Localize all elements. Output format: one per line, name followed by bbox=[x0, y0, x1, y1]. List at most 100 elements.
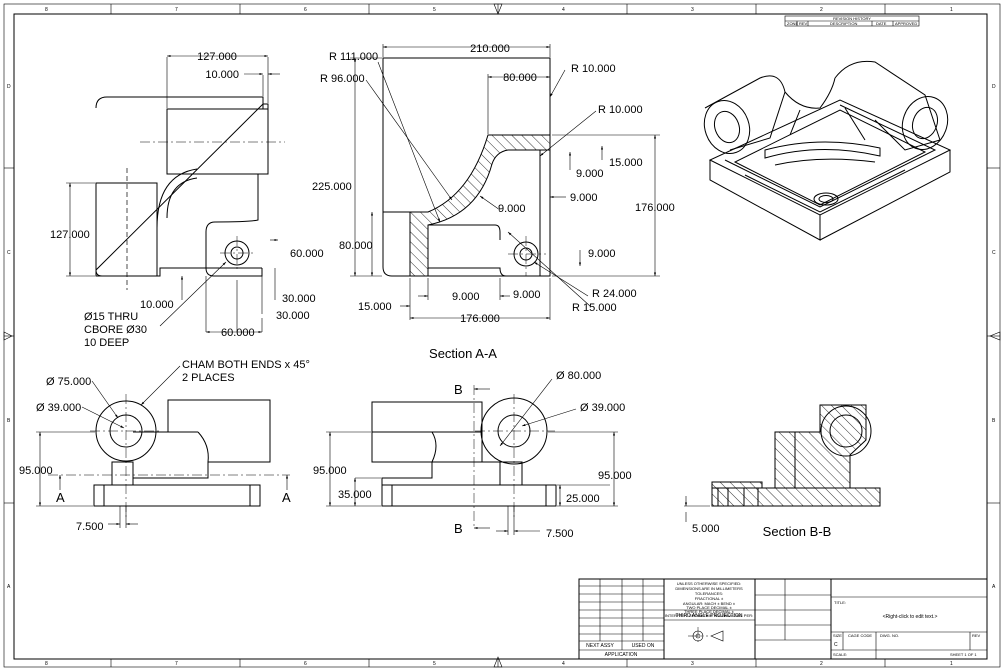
tolerance-note: THREE PLACE DECIMAL ± bbox=[684, 609, 735, 614]
dimension-label: 210.000 bbox=[470, 43, 510, 55]
dimension-label: 10.000 bbox=[205, 69, 239, 81]
size-label: SIZE bbox=[833, 633, 842, 638]
tolerance-note: TOLERANCES: bbox=[695, 591, 723, 596]
hole-note-line: 10 DEEP bbox=[84, 337, 129, 349]
dimension-label: R 111.000 bbox=[329, 51, 378, 63]
cut-label-b: B bbox=[454, 382, 463, 397]
dimension-label: 9.000 bbox=[570, 192, 598, 204]
zone-top: 2 bbox=[820, 7, 823, 13]
dimension-label: 25.000 bbox=[566, 493, 600, 505]
tolerance-note: FRACTIONAL ± bbox=[695, 596, 724, 601]
tolerance-note: ANGULAR: MACH ± BEND ± bbox=[683, 601, 736, 606]
dimension-label: 127.000 bbox=[197, 51, 237, 63]
zone-top: 8 bbox=[45, 7, 48, 13]
hole-note-line: Ø15 THRU bbox=[84, 311, 138, 323]
drawing-number-label: DWG. NO. bbox=[880, 633, 899, 638]
dimension-label: 80.000 bbox=[339, 240, 373, 252]
dimension-label: R 15.000 bbox=[572, 302, 617, 314]
dimension-label: 176.000 bbox=[460, 313, 500, 325]
tolerance-note: TWO PLACE DECIMAL ± bbox=[686, 605, 732, 610]
dimension-label: R 24.000 bbox=[592, 288, 637, 300]
revision-header: DESCRIPTION bbox=[830, 21, 857, 26]
dimension-label: 7.500 bbox=[546, 528, 574, 540]
dimension-label: 225.000 bbox=[312, 181, 352, 193]
dimension-label: 5.000 bbox=[692, 523, 720, 535]
dimension-label: 60.000 bbox=[290, 248, 324, 260]
zone-side: D bbox=[7, 84, 11, 90]
dimension-label: 9.000 bbox=[513, 289, 541, 301]
cut-label-b: B bbox=[454, 521, 463, 536]
zone-side: C bbox=[7, 250, 11, 256]
zone-labels: 8 7 6 5 4 3 2 1 8 7 6 5 4 3 2 1 D C B A … bbox=[7, 7, 996, 667]
third-angle-projection-symbol bbox=[688, 627, 724, 645]
chamfer-note: 2 PLACES bbox=[182, 372, 235, 384]
dimension-label: 7.500 bbox=[76, 521, 104, 533]
dimension-label: Ø 39.000 bbox=[36, 402, 81, 414]
projection-label: THIRD ANGLE PROJECTION bbox=[676, 613, 743, 619]
zone-side: C bbox=[992, 250, 996, 256]
zone-bottom: 3 bbox=[691, 661, 694, 667]
dimension-label: 30.000 bbox=[276, 310, 310, 322]
revision-table-title: REVISION HISTORY bbox=[833, 16, 871, 21]
dimension-label: 9.000 bbox=[498, 203, 526, 215]
dimension-label: 30.000 bbox=[282, 293, 316, 305]
zone-top: 4 bbox=[562, 7, 565, 13]
zone-top: 5 bbox=[433, 7, 436, 13]
scale-label: SCALE: bbox=[833, 652, 847, 657]
revision-label: REV bbox=[972, 633, 981, 638]
dimension-label: 9.000 bbox=[576, 168, 604, 180]
cage-code-label: CAGE CODE bbox=[848, 633, 872, 638]
zone-side: D bbox=[992, 84, 996, 90]
zone-bottom: 6 bbox=[304, 661, 307, 667]
zone-bottom: 1 bbox=[950, 661, 953, 667]
zone-bottom: 4 bbox=[562, 661, 565, 667]
dimension-label: R 10.000 bbox=[598, 104, 643, 116]
revision-table: REVISION HISTORY ZONE REV DESCRIPTION DA… bbox=[784, 15, 920, 27]
zone-top: 7 bbox=[175, 7, 178, 13]
isometric-view[interactable] bbox=[697, 60, 955, 241]
section-a-a-title: Section A-A bbox=[429, 346, 497, 361]
dimension-label: 127.000 bbox=[50, 229, 90, 241]
section-b-b-title: Section B-B bbox=[763, 524, 832, 539]
zone-bottom: 7 bbox=[175, 661, 178, 667]
size-value: C bbox=[834, 642, 838, 648]
dimension-label: R 10.000 bbox=[571, 63, 616, 75]
section-b-b-view[interactable]: 5.000 Section B-B bbox=[684, 404, 881, 539]
revision-header: ZONE bbox=[787, 21, 798, 26]
zone-top: 6 bbox=[304, 7, 307, 13]
zone-top: 3 bbox=[691, 7, 694, 13]
dimension-label: R 96.000 bbox=[320, 73, 365, 85]
dimension-label: 95.000 bbox=[313, 465, 347, 477]
dimension-label: Ø 39.000 bbox=[580, 402, 625, 414]
zone-side: A bbox=[7, 584, 11, 590]
dimension-label: 60.000 bbox=[221, 327, 255, 339]
zone-bottom: 2 bbox=[820, 661, 823, 667]
dimension-label: 35.000 bbox=[338, 489, 372, 501]
top-view-middle[interactable]: Ø 80.000 Ø 39.000 95.000 35.000 95.000 2… bbox=[313, 370, 632, 540]
section-a-a-view[interactable]: R 111.000 R 96.000 210.000 80.000 R 10.0… bbox=[312, 43, 675, 361]
title-block: UNLESS OTHERWISE SPECIFIED: DIMENSIONS A… bbox=[578, 578, 988, 660]
tolerance-note: UNLESS OTHERWISE SPECIFIED: bbox=[677, 581, 742, 586]
zone-side: B bbox=[7, 418, 11, 424]
next-assy-label: NEXT ASSY bbox=[586, 643, 614, 649]
top-view-left[interactable]: Ø 75.000 Ø 39.000 95.000 7.500 CHAM BOTH… bbox=[19, 359, 310, 533]
revision-header: REV bbox=[799, 21, 808, 26]
revision-header: APPROVED bbox=[895, 21, 917, 26]
dimension-label: 95.000 bbox=[598, 470, 632, 482]
title-edit-hint[interactable]: <Right-click to edit text.> bbox=[883, 614, 938, 620]
front-view[interactable]: 127.000 10.000 127.000 60.000 10.000 30.… bbox=[50, 51, 324, 349]
zone-side: A bbox=[992, 584, 996, 590]
dimension-label: 10.000 bbox=[140, 299, 174, 311]
tolerance-note: DIMENSIONS ARE IN MILLIMETERS bbox=[675, 586, 743, 591]
dimension-label: 15.000 bbox=[609, 157, 643, 169]
dimension-label: Ø 80.000 bbox=[556, 370, 601, 382]
zone-bottom: 8 bbox=[45, 661, 48, 667]
dimension-label: 95.000 bbox=[19, 465, 53, 477]
dimension-label: 80.000 bbox=[503, 72, 537, 84]
chamfer-note: CHAM BOTH ENDS x 45° bbox=[182, 359, 310, 371]
application-label: APPLICATION bbox=[605, 652, 638, 658]
dimension-label: 176.000 bbox=[635, 202, 675, 214]
zone-top: 1 bbox=[950, 7, 953, 13]
dimension-label: Ø 75.000 bbox=[46, 376, 91, 388]
